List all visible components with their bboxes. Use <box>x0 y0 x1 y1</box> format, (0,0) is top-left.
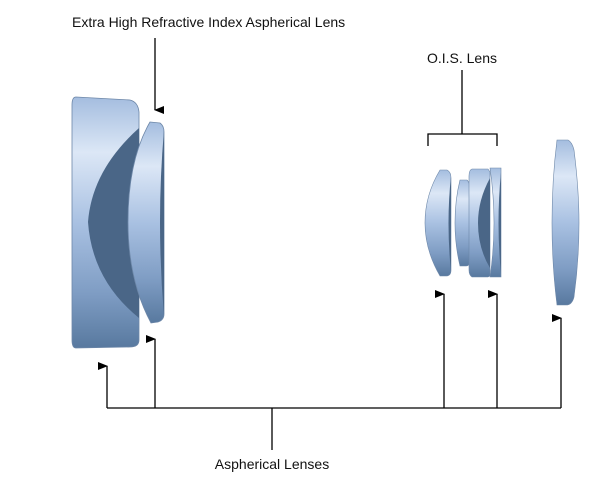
lens-rear-aspherical <box>551 139 580 306</box>
label-aspherical-lenses: Aspherical Lenses <box>215 456 329 472</box>
lens-front-large <box>71 96 140 349</box>
label-extra-high-refractive-lens: Extra High Refractive Index Aspherical L… <box>72 14 345 30</box>
ois-bracket <box>427 70 498 146</box>
label-ois-lens: O.I.S. Lens <box>427 50 497 66</box>
aspherical-pointers <box>98 290 562 450</box>
lens-group-ois <box>424 167 502 278</box>
lens-ehr-aspherical <box>127 121 165 324</box>
